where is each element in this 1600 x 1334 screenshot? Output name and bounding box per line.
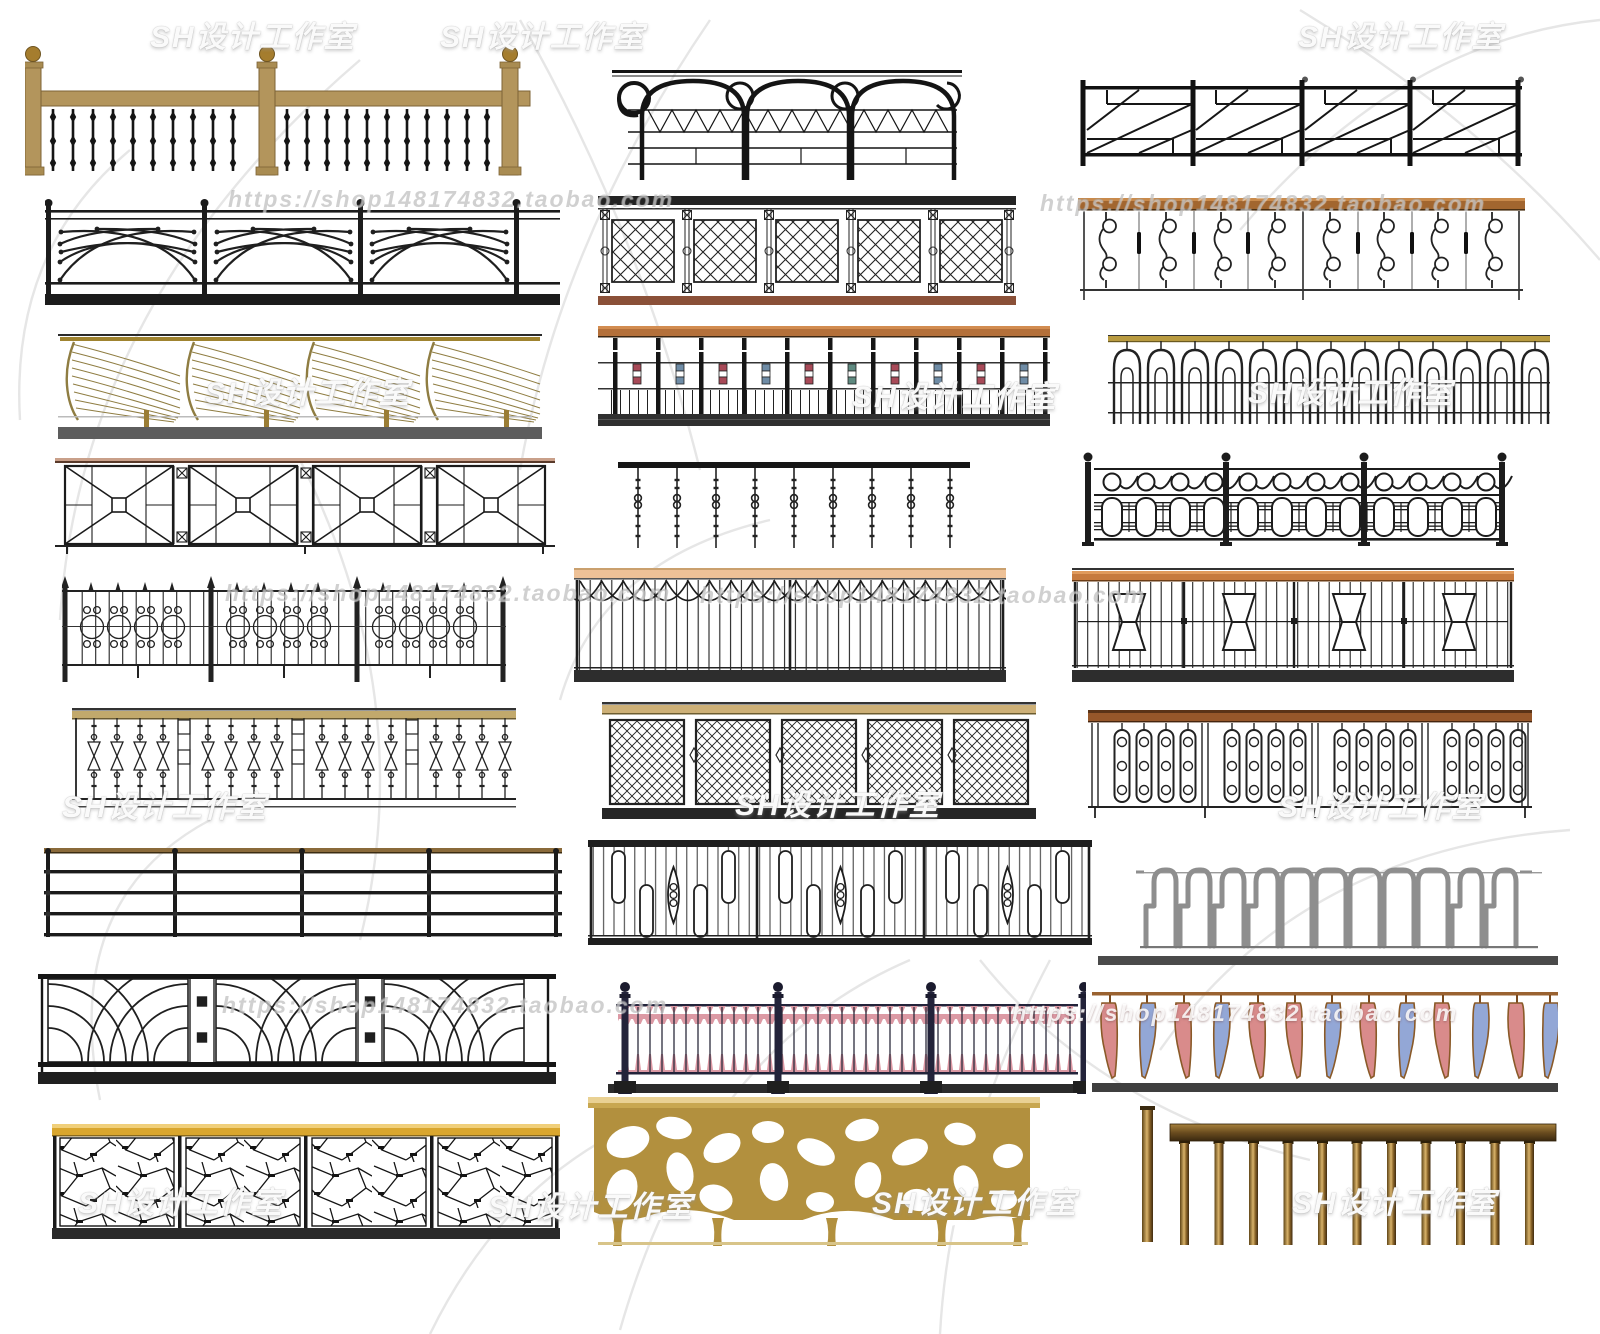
railing-04-crossed-arcs [45, 196, 560, 308]
railing-06-scroll-balusters [1078, 192, 1525, 302]
railing-09-arched-loops [1108, 326, 1550, 424]
railing-24-red-blue-pennants [1092, 956, 1558, 1092]
railing-16-hourglass-balusters [72, 698, 516, 820]
railing-10-square-medallions [55, 452, 555, 554]
railing-14-swag-pickets [574, 564, 1006, 684]
railing-22-fan-arc-panels [38, 966, 556, 1086]
railing-11-twisted-drop-balusters [618, 456, 970, 548]
railing-13-ornate-scroll-fence [62, 570, 506, 682]
railing-23-pink-scallop [608, 982, 1086, 1096]
railing-25-ice-ray-mosaic [52, 1116, 560, 1242]
railing-01-gold-baluster [25, 45, 545, 180]
railing-20-oval-loop-ornaments [588, 836, 1092, 954]
railing-08-flag-accent-bars [598, 318, 1050, 432]
railing-02-iron-arches [612, 58, 964, 180]
railing-18-capsule-rings [1088, 706, 1532, 820]
railing-19-horizontal-rails [44, 842, 562, 946]
railing-26-gold-organic-cutout [588, 1092, 1062, 1248]
railing-27-brass-tube-balusters [1122, 1100, 1560, 1248]
railing-21-chrome-meander [1136, 842, 1542, 950]
railing-07-gold-wave-lines [58, 326, 542, 442]
railing-17-diamond-mesh-panels [602, 696, 1036, 822]
railing-12-wave-scroll-capsules [1072, 442, 1524, 552]
railing-15-bowtie-pickets [1072, 564, 1514, 684]
railing-03-geometric-diagonal [1055, 76, 1525, 170]
railing-05-diamond-lattice [598, 192, 1016, 306]
